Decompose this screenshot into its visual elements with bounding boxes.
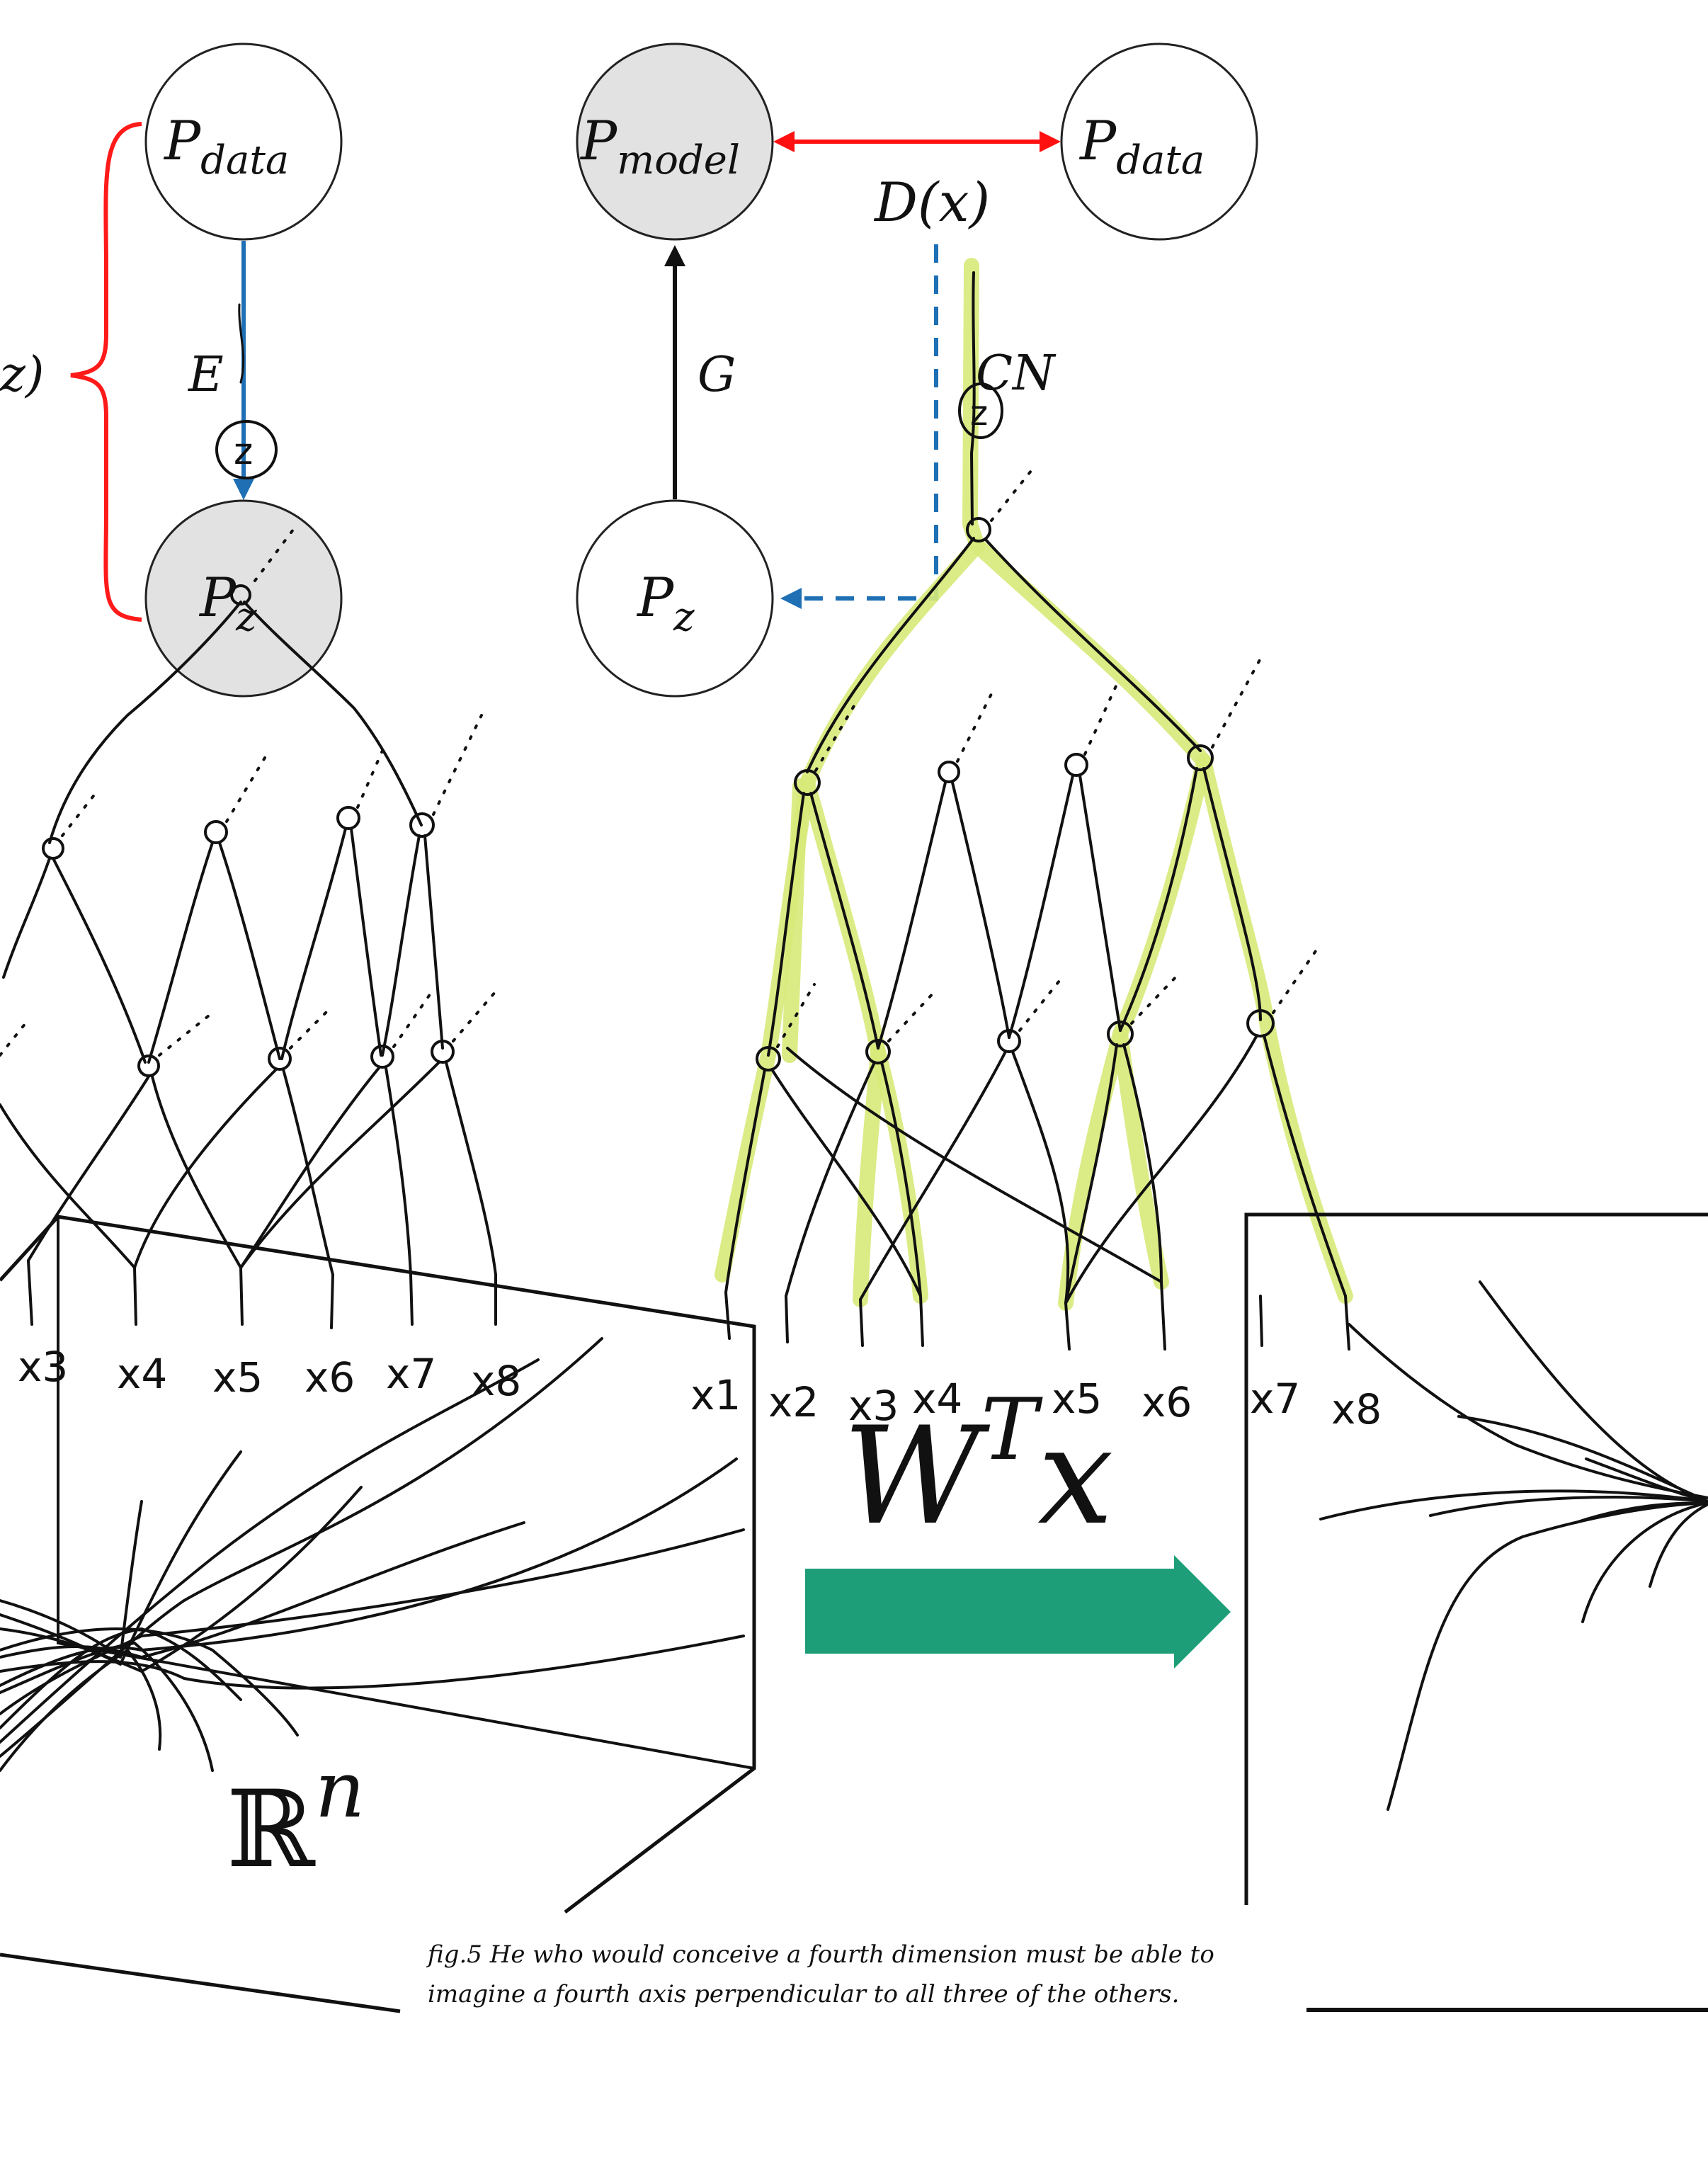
right-network-highlight: [714, 258, 1353, 1311]
right-output-box: [1244, 1212, 1708, 2012]
transform-arrow: [805, 1555, 1231, 1669]
left-latent-mark: z: [234, 431, 253, 473]
prior-node: Pz: [576, 499, 774, 698]
figure-caption: fig.5 He who would conceive a fourth dim…: [428, 1935, 1292, 2014]
left-input-label: x8: [471, 1357, 521, 1405]
caption-line-2: imagine a fourth axis perpendicular to a…: [428, 1980, 1180, 2008]
svg-text:Pmodel: Pmodel: [579, 109, 740, 183]
model-node: Pmodel: [576, 42, 774, 241]
transform-label-var: x: [1037, 1398, 1113, 1554]
discriminator-label: D(x): [873, 171, 990, 234]
left-top-node-sub: data: [200, 137, 289, 183]
right-input-label: x5: [1052, 1375, 1102, 1423]
manifold-label-symbol: ℝ: [227, 1768, 316, 1892]
manifold-label: ℝn: [227, 1744, 365, 1892]
svg-text:Pdata: Pdata: [1078, 109, 1205, 183]
left-input-label: x5: [212, 1353, 263, 1402]
right-input-label: x2: [768, 1378, 819, 1426]
svg-text:Pz: Pz: [636, 566, 695, 640]
transform-label: WTx: [843, 1381, 1114, 1554]
encoder-label: E: [187, 347, 224, 403]
model-node-label: P: [579, 109, 618, 172]
data-node-sub: data: [1116, 137, 1205, 183]
right-input-label: x7: [1250, 1375, 1300, 1423]
data-node-label: P: [1078, 109, 1117, 172]
right-network: z CN: [724, 271, 1350, 1351]
right-input-labels: x1 x2 x3 x4 x5 x6 x7 x8: [690, 1371, 1382, 1433]
transform-label-sup: T: [981, 1381, 1043, 1479]
brace-label: z): [0, 347, 44, 403]
prior-node-label: P: [636, 566, 675, 629]
left-top-node-label: P: [163, 109, 202, 172]
left-input-label: x3: [18, 1343, 68, 1391]
generator-label: G: [698, 347, 736, 403]
caption-line-1: fig.5 He who would conceive a fourth dim…: [428, 1940, 1214, 1969]
right-latent-mark: z: [970, 394, 988, 433]
left-bottom-node: Pz: [144, 499, 343, 698]
left-manifold-box: ℝn: [0, 1215, 756, 2013]
right-input-label: x3: [848, 1382, 899, 1430]
left-network: [0, 523, 497, 1329]
model-node-sub: model: [617, 137, 740, 183]
right-input-label: x6: [1141, 1378, 1192, 1426]
left-input-labels: x3 x4 x5 x6 x7 x8: [18, 1343, 521, 1405]
left-top-node: Pdata: [144, 42, 343, 241]
manifold-label-sup: n: [315, 1744, 365, 1835]
left-input-label: x7: [386, 1350, 436, 1398]
prior-node-sub: z: [673, 594, 695, 640]
right-input-label: x1: [690, 1371, 741, 1419]
discriminator-dashed-path: [780, 244, 938, 609]
left-input-label: x4: [117, 1350, 167, 1398]
network-label: CN: [976, 346, 1057, 402]
svg-text:Pdata: Pdata: [163, 109, 289, 183]
transform-label-w: W: [843, 1398, 991, 1554]
discriminator-label-text: D(x): [873, 171, 990, 234]
left-input-label: x6: [304, 1353, 355, 1402]
data-node: Pdata: [1060, 42, 1258, 241]
right-input-label: x8: [1331, 1385, 1382, 1433]
left-brace: [70, 122, 142, 622]
right-input-label: x4: [912, 1375, 962, 1423]
